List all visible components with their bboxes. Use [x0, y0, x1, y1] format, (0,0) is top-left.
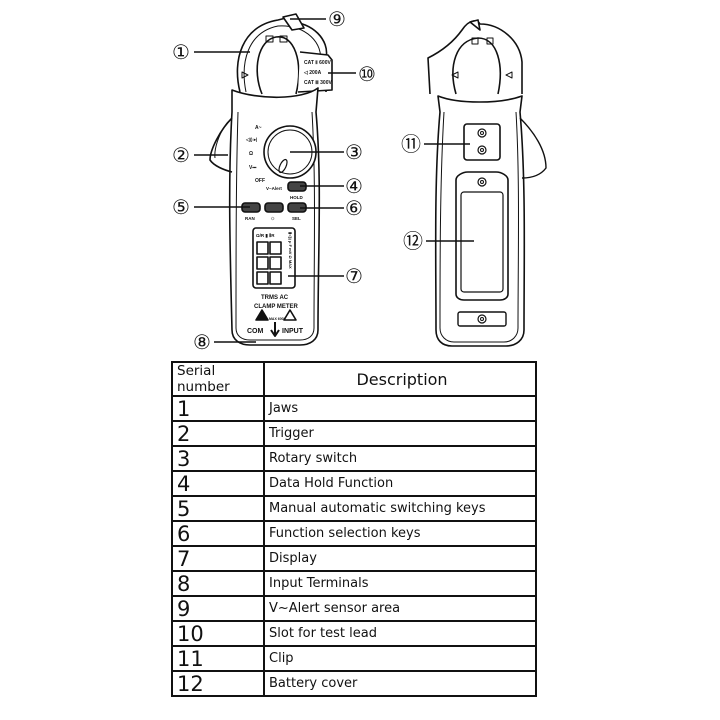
callout-6: ⑥ [345, 196, 363, 220]
lcd-display [252, 227, 296, 289]
description-cell: Input Terminals [263, 570, 537, 597]
description-cell: Manual automatic switching keys [263, 495, 537, 522]
callout-3: ③ [345, 140, 363, 164]
backlight-button[interactable] [264, 202, 284, 213]
description-cell: Data Hold Function [263, 470, 537, 497]
lcd-side-icons: ▮◁)) μ F mV Ω MAX [288, 232, 293, 269]
jaw-marking-current: ◁ 200A [303, 70, 322, 76]
callout-12: ⑫ [403, 229, 423, 253]
serial-cell: 8 [171, 570, 265, 597]
serial-cell: 10 [171, 620, 265, 647]
description-cell: Function selection keys [263, 520, 537, 547]
serial-cell: 1 [171, 395, 265, 422]
jaws [236, 17, 328, 93]
trigger [209, 117, 233, 173]
ran-label: RAN [245, 216, 255, 221]
callout-5: ⑤ [172, 195, 190, 219]
serial-cell: 3 [171, 445, 265, 472]
warning-triangle-right [283, 309, 297, 321]
description-cell: Jaws [263, 395, 537, 422]
serial-cell: 9 [171, 595, 265, 622]
lcd-digits [256, 241, 282, 285]
serial-cell: 7 [171, 545, 265, 572]
description-cell: Display [263, 545, 537, 572]
callout-7: ⑦ [345, 264, 363, 288]
clamp-meter-diagram: CAT Ⅱ 600V ◁ 200A CAT Ⅲ 300V A~ ◁)) ▸| Ω… [172, 7, 547, 354]
serial-cell: 4 [171, 470, 265, 497]
serial-cell: 5 [171, 495, 265, 522]
ground-arrow-icon [270, 322, 280, 337]
callout-leaders [194, 18, 474, 343]
jaw-marking-cat3: CAT Ⅲ 300V [304, 79, 332, 86]
serial-cell: 11 [171, 645, 265, 672]
alert-sensor-tip [282, 13, 305, 31]
backlight-label: ☼ [270, 216, 276, 222]
alert-label: V~Alert [266, 186, 282, 191]
jaw-opening [256, 36, 300, 95]
description-cell: Rotary switch [263, 445, 537, 472]
description-cell: Battery cover [263, 670, 537, 697]
callout-1: ① [172, 40, 190, 64]
hold-label: HOLD [290, 195, 303, 200]
back-view [427, 19, 547, 347]
input-terminal-label: INPUT [282, 328, 304, 335]
description-cell: Clip [263, 645, 537, 672]
serial-cell: 12 [171, 670, 265, 697]
product-name-line1: TRMS AC [261, 295, 289, 301]
callout-9: ⑨ [328, 7, 346, 31]
bottom-screw-panel [457, 311, 507, 327]
dial-label-acv: A~ [255, 125, 262, 131]
header-description: Description [263, 361, 537, 397]
callout-2: ② [172, 143, 190, 167]
sel-label: SEL [292, 216, 301, 221]
dial-label-dcv: V⎓ [249, 165, 256, 171]
com-terminal-label: COM [247, 328, 264, 335]
serial-cell: 6 [171, 520, 265, 547]
callout-4: ④ [345, 174, 363, 198]
warning-triangle-left [255, 309, 269, 321]
description-cell: Slot for test lead [263, 620, 537, 647]
clip [463, 123, 501, 161]
callout-10: ⑩ [358, 62, 376, 86]
lcd-top-icons: Ω/R ▮ ⅡR [256, 232, 275, 238]
warning-text: MAX 600V [269, 317, 287, 321]
dial-label-continuity: ◁)) ▸| [245, 137, 257, 142]
header-serial-number: Serial number [171, 361, 265, 397]
dial-label-ohm: Ω [249, 151, 253, 157]
description-cell: V~Alert sensor area [263, 595, 537, 622]
table-header-row: Serial number Description [171, 361, 537, 397]
description-cell: Trigger [263, 420, 537, 447]
back-jaws [427, 20, 523, 95]
serial-cell: 2 [171, 420, 265, 447]
dial-label-off: OFF [255, 178, 265, 184]
callout-8: ⑧ [193, 330, 211, 354]
jaw-marking-cat2: CAT Ⅱ 600V [304, 59, 331, 66]
battery-cover [455, 171, 509, 301]
lead-slot [297, 51, 333, 93]
product-name-line2: CLAMP METER [254, 304, 299, 310]
callout-11: ⑪ [401, 132, 421, 156]
